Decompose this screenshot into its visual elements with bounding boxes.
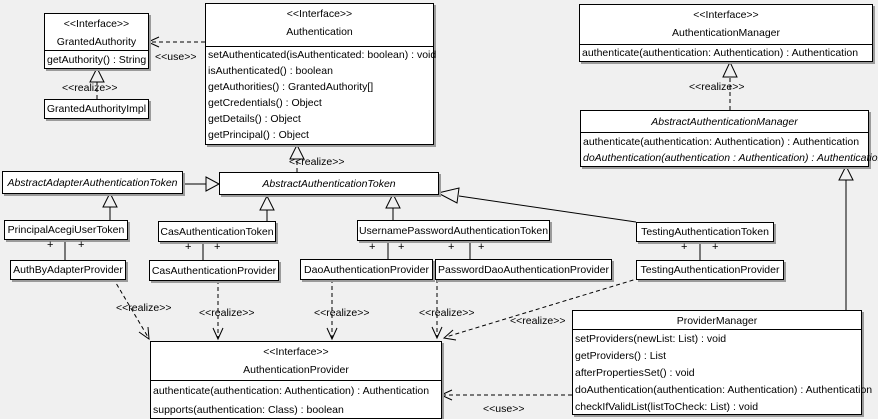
method-label: authenticate(authentication: Authenticat… (580, 44, 872, 61)
class-name: AuthenticationProvider (243, 364, 349, 376)
class-name: DaoAuthenticationProvider (304, 263, 429, 276)
class-name: CasAuthenticationProvider (151, 264, 277, 277)
realize-arrow-casauthenticationprovider (212, 280, 224, 341)
method-label: getCredentials() : Object (208, 97, 322, 109)
class-authentication: <<Interface>> Authentication setAuthenti… (205, 3, 436, 145)
class-abstract-adapter-authentication-token: AbstractAdapterAuthenticationToken (2, 171, 183, 194)
class-abstract-authentication-manager: AbstractAuthenticationManager authentica… (580, 110, 878, 167)
method-label: checkIfValidList(listToCheck: List) : vo… (575, 400, 759, 413)
generalization-abstractadapterauthenticationtoken (182, 176, 221, 192)
class-name: AbstractAuthenticationToken (262, 177, 396, 190)
realize-arrow-abstractauthenticationtoken (289, 143, 305, 172)
class-cas-authentication-token: CasAuthenticationToken (158, 221, 276, 242)
class-name: TestingAuthenticationProvider (640, 264, 780, 276)
realize-label-grantedauthority: <<realize>> (62, 82, 118, 94)
multiplicity-label: + (214, 241, 221, 253)
use-arrow-providermanager-authenticationprovider (439, 389, 572, 401)
class-password-dao-authentication-provider: PasswordDaoAuthenticationProvider (435, 259, 612, 280)
class-name: CasAuthenticationToken (160, 225, 274, 238)
realize-label-testingprovider: <<realize>> (510, 315, 566, 327)
multiplicity-label: + (712, 241, 719, 253)
method-label: doAuthentication(authentication: Authent… (575, 383, 873, 396)
class-name: GrantedAuthorityImpl (46, 103, 147, 115)
realize-arrow-abstractauthenticationmanager (722, 60, 738, 110)
method-label: authenticate(authentication: Authenticat… (151, 380, 441, 400)
method-label: getPrincipal() : Object (208, 129, 309, 141)
multiplicity-label: + (369, 241, 376, 253)
class-name: PrincipalAcegiUserToken (7, 224, 125, 236)
method-label: isAuthenticated() : boolean (208, 65, 333, 77)
method-label: getAuthority() : String (45, 50, 148, 68)
generalization-testingauthenticationtoken (436, 187, 637, 223)
realize-label-abstractmanager: <<realize>> (689, 81, 745, 93)
class-name: AuthenticationManager (672, 27, 780, 39)
realize-label-authbyadapter: <<realize>> (116, 302, 172, 314)
class-name: Authentication (286, 26, 353, 38)
multiplicity-label: + (78, 239, 85, 251)
generalization-casauthenticationtoken (259, 194, 275, 221)
class-name: AuthByAdapterProvider (13, 264, 123, 276)
class-name: AbstractAdapterAuthenticationToken (7, 176, 178, 189)
class-granted-authority-impl: GrantedAuthorityImpl (44, 99, 149, 119)
multiplicity-label: + (398, 241, 405, 253)
multiplicity-label: + (681, 241, 688, 253)
class-name: ProviderManager (676, 315, 758, 327)
method-label: setProviders(newList: List) : void (573, 329, 861, 347)
multiplicity-label: + (478, 241, 485, 253)
class-provider-manager: ProviderManager setProviders(newList: Li… (572, 310, 873, 415)
multiplicity-label: + (185, 241, 192, 253)
method-label: doAuthentication(authentication : Authen… (583, 152, 878, 164)
use-label-top: <<use>> (155, 51, 197, 63)
class-name: AbstractAuthenticationManager (651, 116, 798, 128)
realize-label-casprovider: <<realize>> (199, 307, 255, 319)
class-name: GrantedAuthority (56, 36, 137, 48)
class-principal-acegi-user-token: PrincipalAcegiUserToken (4, 220, 128, 240)
class-testing-authentication-token: TestingAuthenticationToken (636, 222, 774, 242)
generalization-principalacegiusertoken (102, 191, 118, 220)
method-label: getDetails() : Object (208, 113, 301, 125)
realize-label-abstracttoken: <<realize>> (289, 156, 345, 168)
method-label: getAuthorities() : GrantedAuthority[] (208, 81, 374, 93)
generalization-providermanager (838, 164, 854, 310)
realize-arrow-authbyadapterprovider (112, 277, 150, 341)
class-authentication-manager: <<Interface>> AuthenticationManager auth… (579, 4, 873, 62)
class-name: TestingAuthenticationToken (641, 226, 769, 238)
method-label: getProviders() : List (575, 349, 667, 362)
stereotype-label: <<Interface>> (63, 18, 130, 30)
class-cas-authentication-provider: CasAuthenticationProvider (149, 260, 279, 281)
realize-arrow-passworddaoauthenticationprovider (431, 279, 443, 340)
class-abstract-authentication-token: AbstractAuthenticationToken (219, 172, 439, 195)
class-auth-by-adapter-provider: AuthByAdapterProvider (10, 260, 126, 280)
method-label: supports(authentication: Class) : boolea… (153, 403, 344, 416)
realize-label-passworddao: <<realize>> (419, 307, 475, 319)
realize-label-daoprovider: <<realize>> (314, 307, 370, 319)
realize-arrow-daoauthenticationprovider (326, 279, 338, 341)
class-dao-authentication-provider: DaoAuthenticationProvider (300, 259, 433, 280)
realize-arrow-testingauthenticationprovider (442, 277, 641, 341)
method-label: authenticate(authentication: Authenticat… (581, 132, 868, 150)
multiplicity-label: + (448, 241, 455, 253)
method-label: afterPropertiesSet() : void (575, 366, 695, 379)
realize-arrow-grantedauthorityimpl (89, 66, 105, 99)
class-username-password-authentication-token: UsernamePasswordAuthenticationToken (357, 220, 550, 241)
stereotype-label: <<Interface>> (693, 9, 759, 21)
method-label: setAuthenticated(isAuthenticated: boolea… (206, 46, 436, 63)
class-granted-authority: <<Interface>> GrantedAuthority getAuthor… (44, 13, 149, 69)
class-name: PasswordDaoAuthenticationProvider (438, 263, 610, 276)
use-label-bottom: <<use>> (483, 403, 525, 415)
stereotype-label: <<Interface>> (286, 8, 353, 20)
stereotype-label: <<Interface>> (263, 346, 329, 358)
class-name: UsernamePasswordAuthenticationToken (358, 224, 549, 237)
class-testing-authentication-provider: TestingAuthenticationProvider (636, 260, 784, 280)
multiplicity-label: + (47, 239, 54, 251)
class-authentication-provider: <<Interface>> AuthenticationProvider aut… (150, 341, 442, 419)
use-arrow-authentication-grantedauthority (146, 36, 205, 48)
generalization-usernamepasswordauthenticationtoken (385, 192, 401, 220)
